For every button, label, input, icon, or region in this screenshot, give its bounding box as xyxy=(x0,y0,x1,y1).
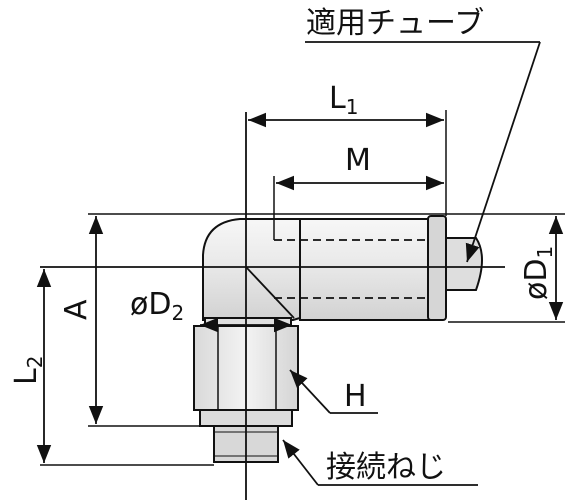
leader-lines xyxy=(282,41,541,486)
extension-lines xyxy=(40,110,565,466)
dim-label-l1: L1 xyxy=(329,81,358,119)
dim-label-a: A xyxy=(59,299,94,320)
dim-label-l2-group: L2 xyxy=(9,356,47,385)
leader-thread xyxy=(282,439,319,486)
elbow-body xyxy=(193,215,483,463)
dim-label-a-group: A xyxy=(59,299,94,320)
dim-label-m: M xyxy=(345,143,371,178)
thread-label: 接続ねじ xyxy=(326,450,446,485)
dimension-lines xyxy=(36,112,564,463)
center-lines xyxy=(40,112,505,500)
dim-label-d1: øD1 xyxy=(519,246,557,300)
dim-label-l2: L2 xyxy=(9,356,47,385)
dim-label-d2: øD2 xyxy=(130,287,184,325)
applicable-tube-label: 適用チューブ xyxy=(306,6,484,41)
leader-h xyxy=(289,369,331,414)
leader-tube xyxy=(465,41,541,263)
dim-label-d1-group: øD1 xyxy=(519,246,557,300)
dim-label-h: H xyxy=(344,379,367,414)
